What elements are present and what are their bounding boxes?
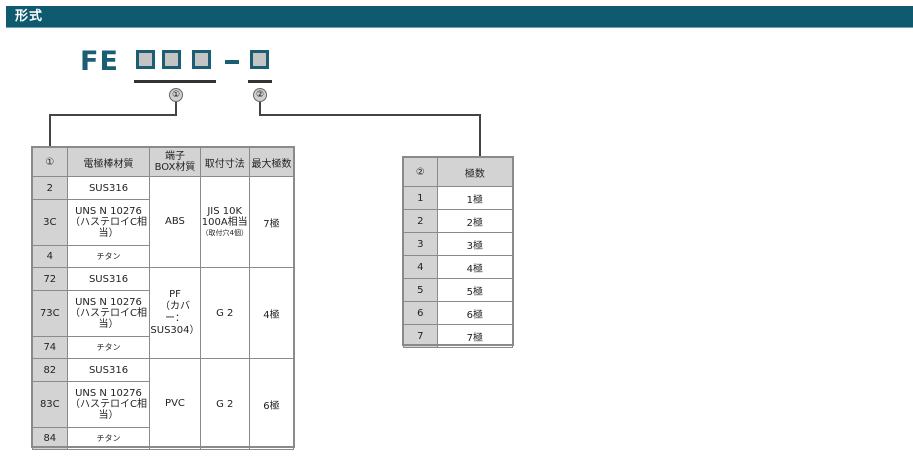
- mounting-note: （取付穴4個）: [201, 229, 248, 237]
- col-header-code: ②: [403, 157, 438, 187]
- row-code: 4: [403, 255, 438, 279]
- col-header-max-poles: 最大極数: [248, 147, 295, 177]
- row-material: SUS316: [66, 267, 151, 291]
- row-code: 83C: [32, 381, 68, 428]
- row-poles: 5極: [436, 278, 514, 302]
- section-title: 形式: [15, 9, 44, 24]
- connector-line: [259, 102, 261, 116]
- max-poles-cell: 4極: [248, 267, 295, 359]
- row-poles: 2極: [436, 209, 514, 233]
- row-code: 2: [32, 176, 68, 200]
- row-material: UNS N 10276 （ハステロイC相当）: [66, 199, 151, 246]
- row-code: 5: [403, 278, 438, 302]
- code-underline-2: [248, 80, 272, 83]
- row-material: UNS N 10276 （ハステロイC相当）: [66, 290, 151, 337]
- col-header-code: ①: [32, 147, 68, 177]
- marker-2: ②: [253, 88, 267, 102]
- row-material: チタン: [66, 336, 151, 359]
- row-code: 72: [32, 267, 68, 291]
- mounting-cell: JIS 10K 100A相当（取付穴4個）: [199, 176, 250, 268]
- section-header: 形式: [6, 6, 913, 27]
- mounting-cell: G 2: [199, 358, 250, 450]
- row-code: 84: [32, 427, 68, 450]
- model-code-prefix: FE: [80, 46, 119, 77]
- row-material: UNS N 10276 （ハステロイC相当）: [66, 381, 151, 428]
- row-code: 3: [403, 232, 438, 256]
- connector-line: [479, 114, 481, 157]
- mounting-size: G 2: [216, 398, 234, 410]
- row-code: 82: [32, 358, 68, 382]
- col-header-poles: 極数: [436, 157, 514, 187]
- mounting-size: JIS 10K 100A相当: [201, 206, 248, 228]
- row-code: 6: [403, 301, 438, 325]
- row-material: チタン: [66, 245, 151, 268]
- code-placeholder-box: [136, 50, 155, 69]
- col-header-material: 電極棒材質: [66, 147, 151, 177]
- connector-line: [259, 114, 481, 116]
- marker-1: ①: [169, 88, 183, 102]
- header-divider: [6, 27, 913, 28]
- code-placeholder-box: [192, 50, 211, 69]
- row-code: 74: [32, 336, 68, 359]
- row-material: SUS316: [66, 358, 151, 382]
- connector-line: [175, 102, 177, 116]
- mounting-cell: G 2: [199, 267, 250, 359]
- connector-line: [49, 114, 51, 147]
- mounting-size: G 2: [216, 307, 234, 319]
- row-code: 4: [32, 245, 68, 268]
- row-poles: 3極: [436, 232, 514, 256]
- row-code: 1: [403, 186, 438, 210]
- table-header-row: ① 電極棒材質 端子 BOX材質 取付寸法 最大極数: [32, 147, 295, 177]
- row-material: SUS316: [66, 176, 151, 200]
- col-header-box-material: 端子 BOX材質: [149, 147, 201, 177]
- row-code: 2: [403, 209, 438, 233]
- connector-line: [49, 114, 177, 116]
- code-underline-1: [134, 80, 216, 83]
- row-material: チタン: [66, 427, 151, 450]
- row-code: 7: [403, 324, 438, 348]
- max-poles-cell: 7極: [248, 176, 295, 268]
- box-material-cell: ABS: [149, 176, 201, 268]
- code-placeholder-box: [250, 50, 269, 69]
- row-poles: 1極: [436, 186, 514, 210]
- row-code: 3C: [32, 199, 68, 246]
- row-poles: 4極: [436, 255, 514, 279]
- col-header-mounting: 取付寸法: [199, 147, 250, 177]
- row-poles: 6極: [436, 301, 514, 325]
- box-material-cell: PVC: [149, 358, 201, 450]
- max-poles-cell: 6極: [248, 358, 295, 450]
- code-dash: [225, 60, 239, 64]
- row-poles: 7極: [436, 324, 514, 348]
- row-code: 73C: [32, 290, 68, 337]
- box-material-cell: PF （カバー： SUS304）: [149, 267, 201, 359]
- code-placeholder-box: [162, 50, 181, 69]
- table-header-row: ② 極数: [403, 157, 514, 187]
